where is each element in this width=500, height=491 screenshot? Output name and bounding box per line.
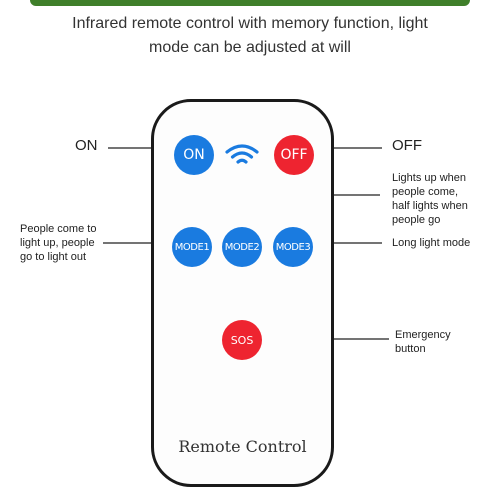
mode2-callout-line-3: half lights when [392,200,468,212]
sos-callout-label: Emergency button [395,328,451,356]
on-button[interactable]: ON [174,135,214,175]
mode3-button[interactable]: MODE3 [273,227,313,267]
headline: Infrared remote control with memory func… [0,12,500,60]
wifi-signal-icon [224,142,260,168]
off-button[interactable]: OFF [274,135,314,175]
off-callout-label: OFF [392,137,422,154]
on-callout-label: ON [75,137,98,154]
sos-callout-line-1: Emergency [395,329,451,341]
mode1-callout-line-3: go to light out [20,251,87,263]
headline-line-2: mode can be adjusted at will [149,39,351,56]
mode3-callout-label: Long light mode [392,237,471,249]
mode1-callout-line-2: light up, people [20,237,95,249]
remote-control: ON OFF MODE1 MODE2 MODE3 SOS Remote Cont… [151,99,334,487]
mode2-button[interactable]: MODE2 [222,227,262,267]
sos-button[interactable]: SOS [222,320,262,360]
mode1-callout-label: People come to light up, people go to li… [20,222,96,264]
mode2-callout-label: Lights up when people come, half lights … [392,171,468,227]
mode1-callout-line-1: People come to [20,223,97,235]
mode2-callout-line-1: Lights up when [392,172,466,184]
mode1-button[interactable]: MODE1 [172,227,212,267]
remote-control-label: Remote Control [178,437,307,456]
headline-line-1: Infrared remote control with memory func… [72,15,428,32]
mode2-callout-line-2: people come, [392,186,459,198]
sos-callout-line-2: button [395,343,426,355]
header-band [30,0,470,6]
mode2-callout-line-4: people go [392,214,441,226]
